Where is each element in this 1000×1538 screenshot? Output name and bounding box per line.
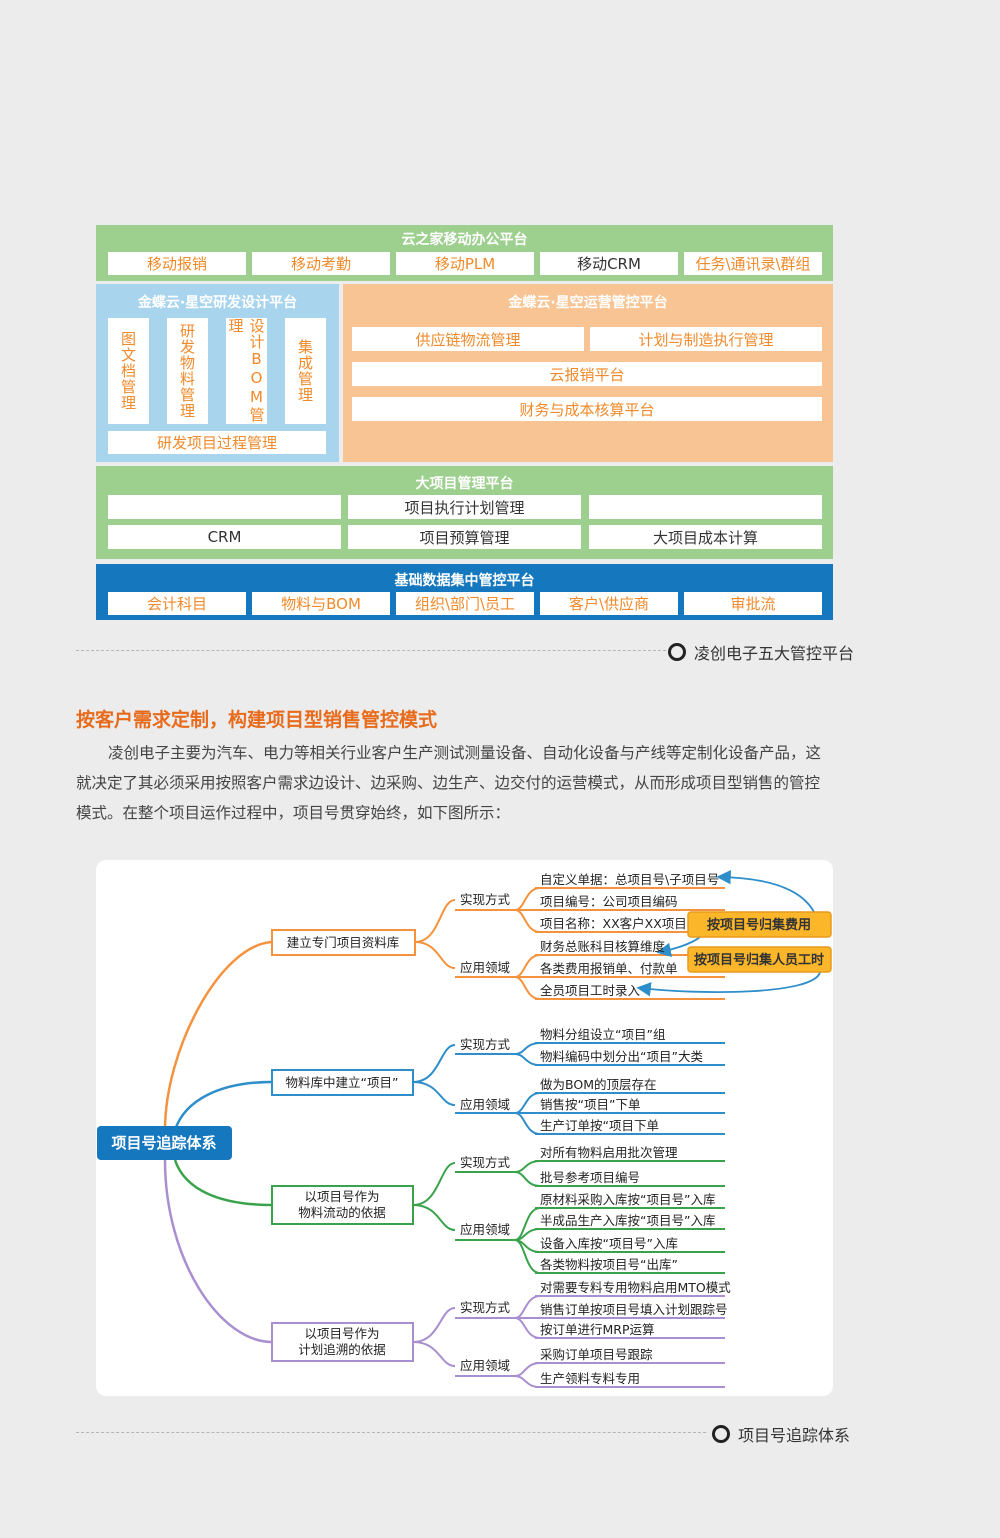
project-item: 项目执行计划管理 [348, 495, 581, 519]
leaf-label: 对需要专料专用物料启用MTO模式 [540, 1280, 731, 1295]
branch-node-1 [271, 929, 416, 956]
root-link [163, 1159, 273, 1344]
paragraph-line: 就决定了其必须采用按照客户需求边设计、边采购、边生产、边交付的运营模式，从而形成… [76, 774, 821, 792]
rd-item: 设计BOM管理 [226, 318, 267, 424]
leaf-label: 销售按“项目”下单 [540, 1097, 640, 1112]
ops-item: 计划与制造执行管理 [590, 327, 822, 351]
group-label: 应用领域 [460, 1097, 510, 1112]
leaf-label: 原材料采购入库按“项目号”入库 [540, 1192, 715, 1207]
ops-item: 供应链物流管理 [352, 327, 584, 351]
figure-caption-text: 项目号追踪体系 [738, 1426, 851, 1445]
branch-node-2 [271, 1069, 414, 1096]
base-platform-title: 基础数据集中管控平台 [394, 573, 535, 589]
rd-platform-title: 金蝶云·星空研发设计平台 [137, 295, 298, 311]
leaf-label: 生产订单按“项目下单 [540, 1118, 659, 1133]
project-item: 大项目成本计算 [589, 525, 822, 549]
ops-item: 财务与成本核算平台 [352, 397, 822, 421]
leaf-label: 按订单进行MRP运算 [540, 1322, 655, 1337]
mobile-platform-title: 云之家移动办公平台 [401, 232, 528, 248]
figure-caption: 凌创电子五大管控平台 [668, 640, 854, 664]
root-node [97, 1126, 232, 1160]
branch-2-links [412, 1042, 725, 1135]
leaf-label: 项目名称：XX客户XX项目 [540, 916, 687, 931]
group-label: 应用领域 [460, 960, 510, 975]
ops-item: 云报销平台 [352, 362, 822, 386]
callout-label: 按项目号归集费用 [707, 917, 811, 933]
mobile-item: 移动PLM [396, 252, 534, 275]
project-item [108, 495, 341, 519]
leaf-label: 自定义单据：总项目号\子项目号 [540, 872, 719, 887]
branch-node-1-label: 建立专门项目资料库 [287, 935, 400, 950]
caption-divider [76, 650, 666, 651]
leaf-label: 批号参考项目编号 [540, 1170, 640, 1185]
rd-item: 集成管理 [285, 318, 326, 424]
section-title: 按客户需求定制，构建项目型销售管控模式 [76, 709, 438, 731]
leaf-label: 物料分组设立“项目”组 [540, 1027, 665, 1042]
root-link [163, 940, 273, 1131]
callout-label: 按项目号归集人员工时 [694, 952, 824, 968]
leaf-label: 半成品生产入库按“项目号”入库 [540, 1213, 715, 1228]
paragraph-line: 凌创电子主要为汽车、电力等相关行业客户生产测试测量设备、自动化设备与产线等定制化… [108, 744, 822, 762]
leaf-label: 物料编码中划分出“项目”大类 [540, 1049, 703, 1064]
figure-caption-text: 凌创电子五大管控平台 [694, 644, 855, 663]
root-link [173, 1080, 273, 1131]
leaf-label: 采购订单项目号跟踪 [540, 1347, 653, 1362]
mobile-item: 移动考勤 [252, 252, 390, 275]
group-label: 实现方式 [460, 1037, 511, 1052]
circle-icon [668, 643, 686, 661]
branch-node-3-label: 物料流动的依据 [298, 1205, 386, 1220]
figure-caption: 项目号追踪体系 [712, 1422, 850, 1446]
leaf-label: 项目编号：公司项目编码 [540, 894, 678, 909]
base-item: 会计科目 [108, 592, 246, 615]
project-item [589, 495, 822, 519]
project-item: CRM [108, 525, 341, 549]
circle-icon [712, 1425, 730, 1443]
leaf-label: 财务总账科目核算维度 [540, 939, 666, 954]
group-label: 实现方式 [460, 1300, 511, 1315]
branch-4-links [412, 1295, 725, 1388]
project-item: 项目预算管理 [348, 525, 581, 549]
paragraph-line: 模式。在整个项目运作过程中，项目号贯穿始终，如下图所示： [76, 804, 511, 822]
caption-divider [76, 1432, 706, 1433]
branch-node-3 [271, 1185, 414, 1225]
base-item: 审批流 [684, 592, 822, 615]
callout-box [687, 911, 832, 938]
rd-bottom-item: 研发项目过程管理 [108, 431, 326, 454]
group-label: 实现方式 [460, 892, 511, 907]
branch-1-links [414, 887, 725, 1000]
mobile-item: 移动报销 [108, 252, 246, 275]
branch-node-3-label: 以项目号作为 [304, 1189, 379, 1204]
base-item: 客户\供应商 [540, 592, 678, 615]
leaf-label: 各类物料按项目号“出库” [540, 1257, 678, 1272]
leaf-label: 销售订单按项目号填入计划跟踪号 [540, 1302, 728, 1317]
ops-platform-title: 金蝶云·星空运营管控平台 [508, 295, 668, 311]
root-node-label: 项目号追踪体系 [111, 1134, 216, 1152]
mobile-item: 任务\通讯录\群组 [684, 252, 822, 275]
rd-item: 图文档管理 [108, 318, 149, 424]
group-label: 应用领域 [460, 1358, 510, 1373]
mobile-item: 移动CRM [540, 252, 678, 275]
leaf-label: 对所有物料启用批次管理 [540, 1145, 678, 1160]
branch-node-2-label: 物料库中建立“项目” [286, 1075, 399, 1090]
branch-node-4-label: 以项目号作为 [304, 1326, 379, 1341]
leaf-label: 各类费用报销单、付款单 [540, 961, 678, 976]
body-paragraph: 凌创电子主要为汽车、电力等相关行业客户生产测试测量设备、自动化设备与产线等定制化… [76, 738, 866, 828]
root-link [173, 1159, 273, 1207]
group-label: 实现方式 [460, 1155, 511, 1170]
project-platform-title: 大项目管理平台 [415, 476, 514, 492]
rd-item: 研发物料管理 [167, 318, 208, 424]
branch-node-4 [271, 1322, 414, 1362]
base-item: 物料与BOM [252, 592, 390, 615]
leaf-label: 生产领料专料专用 [540, 1371, 640, 1386]
leaf-label: 做为BOM的顶层存在 [540, 1077, 656, 1092]
leaf-label: 全员项目工时录入 [540, 983, 641, 998]
branch-node-4-label: 计划追溯的依据 [298, 1342, 386, 1357]
callout-box [687, 946, 832, 973]
base-item: 组织\部门\员工 [396, 592, 534, 615]
leaf-label: 设备入库按“项目号”入库 [540, 1236, 678, 1251]
branch-3-links [412, 1160, 725, 1274]
group-label: 应用领域 [460, 1222, 510, 1237]
